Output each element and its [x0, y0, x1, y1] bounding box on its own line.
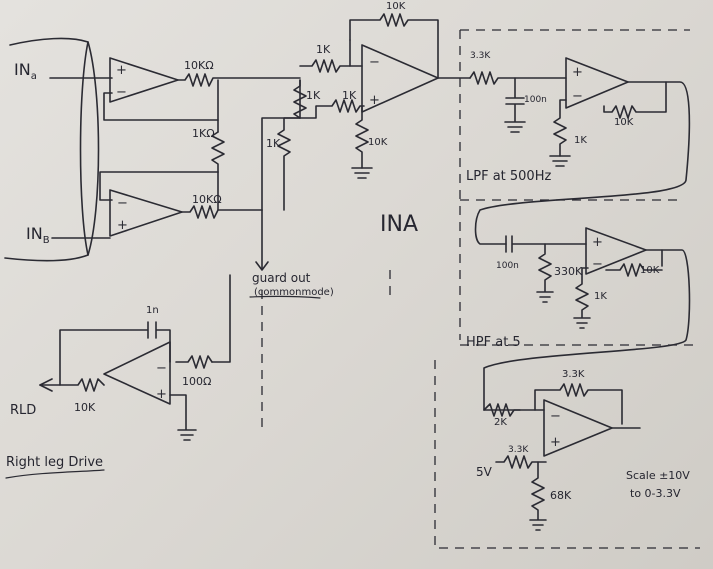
r-hpf-g2-label: 1K	[594, 291, 607, 302]
resistor-scale-in	[483, 403, 545, 417]
resistor-rld-in	[175, 355, 213, 369]
divider-scale-box	[434, 360, 700, 549]
resistor-rld-out	[39, 378, 105, 392]
c-hpf-label: 100n	[496, 261, 519, 271]
r-diff-in1-label: 1K	[316, 43, 331, 56]
scale-label-line2: to 0-3.3V	[630, 487, 681, 500]
svg-text:−: −	[156, 361, 167, 376]
svg-text:−: −	[592, 257, 603, 272]
input-b-label: INB	[26, 224, 50, 247]
opamp-a1	[109, 57, 179, 103]
opamp-scale	[543, 399, 613, 457]
c-lpf-label: 100n	[524, 95, 547, 105]
resistor-diff-feedback	[349, 13, 439, 79]
input-a-label: INa	[14, 60, 37, 83]
r-1k-b-label: 1K	[266, 137, 281, 150]
shield-inner-edge	[79, 41, 89, 256]
resistor-hpf-ground2	[573, 267, 591, 329]
svg-text:−: −	[116, 85, 127, 100]
svg-text:−: −	[117, 196, 128, 211]
lpf-section-label: LPF at 500Hz	[466, 169, 552, 184]
opamp-rld	[103, 341, 171, 405]
r-hpf-f-label: 10K	[640, 265, 660, 276]
resistor-mid-1k	[211, 131, 225, 173]
svg-text:+: +	[572, 65, 583, 80]
capacitor-hpf	[505, 235, 587, 253]
ground-rld	[169, 394, 197, 441]
svg-text:+: +	[592, 235, 603, 250]
resistor-lpf-in	[469, 71, 567, 85]
wire-a2-feedback	[99, 171, 219, 201]
r-rld-out-label: 10K	[74, 401, 96, 414]
r-scale-g-label: 68K	[550, 489, 572, 502]
scale-label-line1: Scale ±10V	[626, 469, 690, 482]
opamp-a2	[109, 189, 183, 237]
opamp-diff	[361, 44, 439, 113]
ina-section-label: INA	[380, 212, 418, 237]
resistor-scale-ref	[495, 455, 547, 469]
r-feedback-label: 10K	[386, 1, 406, 12]
svg-text:+: +	[369, 93, 380, 108]
hpf-section-label: HPF at 5	[466, 335, 521, 350]
input-shield-cable	[4, 37, 100, 262]
ground-lpf	[549, 155, 571, 167]
r-scale-ref-label: 3.3K	[508, 445, 529, 455]
resistor-diff-in1	[299, 59, 363, 73]
resistor-scale-ground	[529, 461, 547, 531]
opamp-lpf	[565, 57, 629, 109]
svg-text:−: −	[369, 55, 380, 70]
wire-lpf-to-hpf	[474, 81, 691, 245]
ground-diff	[351, 167, 373, 179]
rld-title-underline	[5, 469, 105, 479]
c-rld-label: 1n	[146, 305, 159, 316]
svg-text:−: −	[572, 89, 583, 104]
svg-text:−: −	[550, 409, 561, 424]
v-ref-label: 5V	[476, 465, 492, 479]
r-ground-label: 10K	[368, 137, 388, 148]
svg-text:+: +	[156, 387, 167, 402]
guard-commonmode-label: (commonmode)	[254, 287, 334, 298]
r-lpf-in-label: 3.3K	[470, 51, 491, 61]
resistor-scale-feedback	[534, 383, 623, 425]
wire-guard-to-rld	[211, 274, 231, 363]
r-mid-label: 1KΩ	[192, 127, 215, 140]
guard-divider-resistors	[277, 79, 307, 211]
wire-a1-feedback	[103, 92, 219, 133]
r-scale-in-label: 2K	[494, 417, 507, 428]
r-lpf-f-label: 10K	[614, 117, 634, 128]
wire-divider-tap	[261, 117, 301, 211]
r-rld-in-label: 100Ω	[182, 375, 212, 388]
svg-text:+: +	[116, 63, 127, 78]
rld-output-label: RLD	[10, 403, 37, 418]
r-top-label: 10KΩ	[184, 59, 214, 72]
rld-section-label: Right leg Drive	[6, 455, 104, 470]
guard-out-label: guard out	[252, 271, 311, 285]
resistor-top-10k	[177, 73, 301, 87]
guard-underline	[249, 295, 321, 299]
svg-text:+: +	[550, 435, 561, 450]
wire-hpf-to-scale	[483, 249, 691, 411]
capacitor-rld	[59, 321, 171, 386]
resistor-bot-10k	[181, 205, 263, 219]
r-lpf-g-label: 1K	[574, 135, 587, 146]
r-diff-in2-label: 1K	[342, 89, 357, 102]
rld-output-arrow	[39, 378, 53, 392]
resistor-hpf-ground	[536, 243, 554, 303]
opamp-hpf	[585, 227, 647, 275]
resistor-lpf-ground	[553, 99, 567, 157]
resistor-diff-ground	[355, 105, 369, 169]
r-hpf-g-label: 330K	[554, 265, 583, 278]
svg-text:+: +	[117, 218, 128, 233]
r-bot-label: 10KΩ	[192, 193, 222, 206]
resistor-diff-in2	[299, 99, 365, 119]
r-1k-a-label: 1K	[306, 89, 321, 102]
r-scale-f-label: 3.3K	[562, 369, 585, 380]
capacitor-lpf	[504, 77, 526, 133]
